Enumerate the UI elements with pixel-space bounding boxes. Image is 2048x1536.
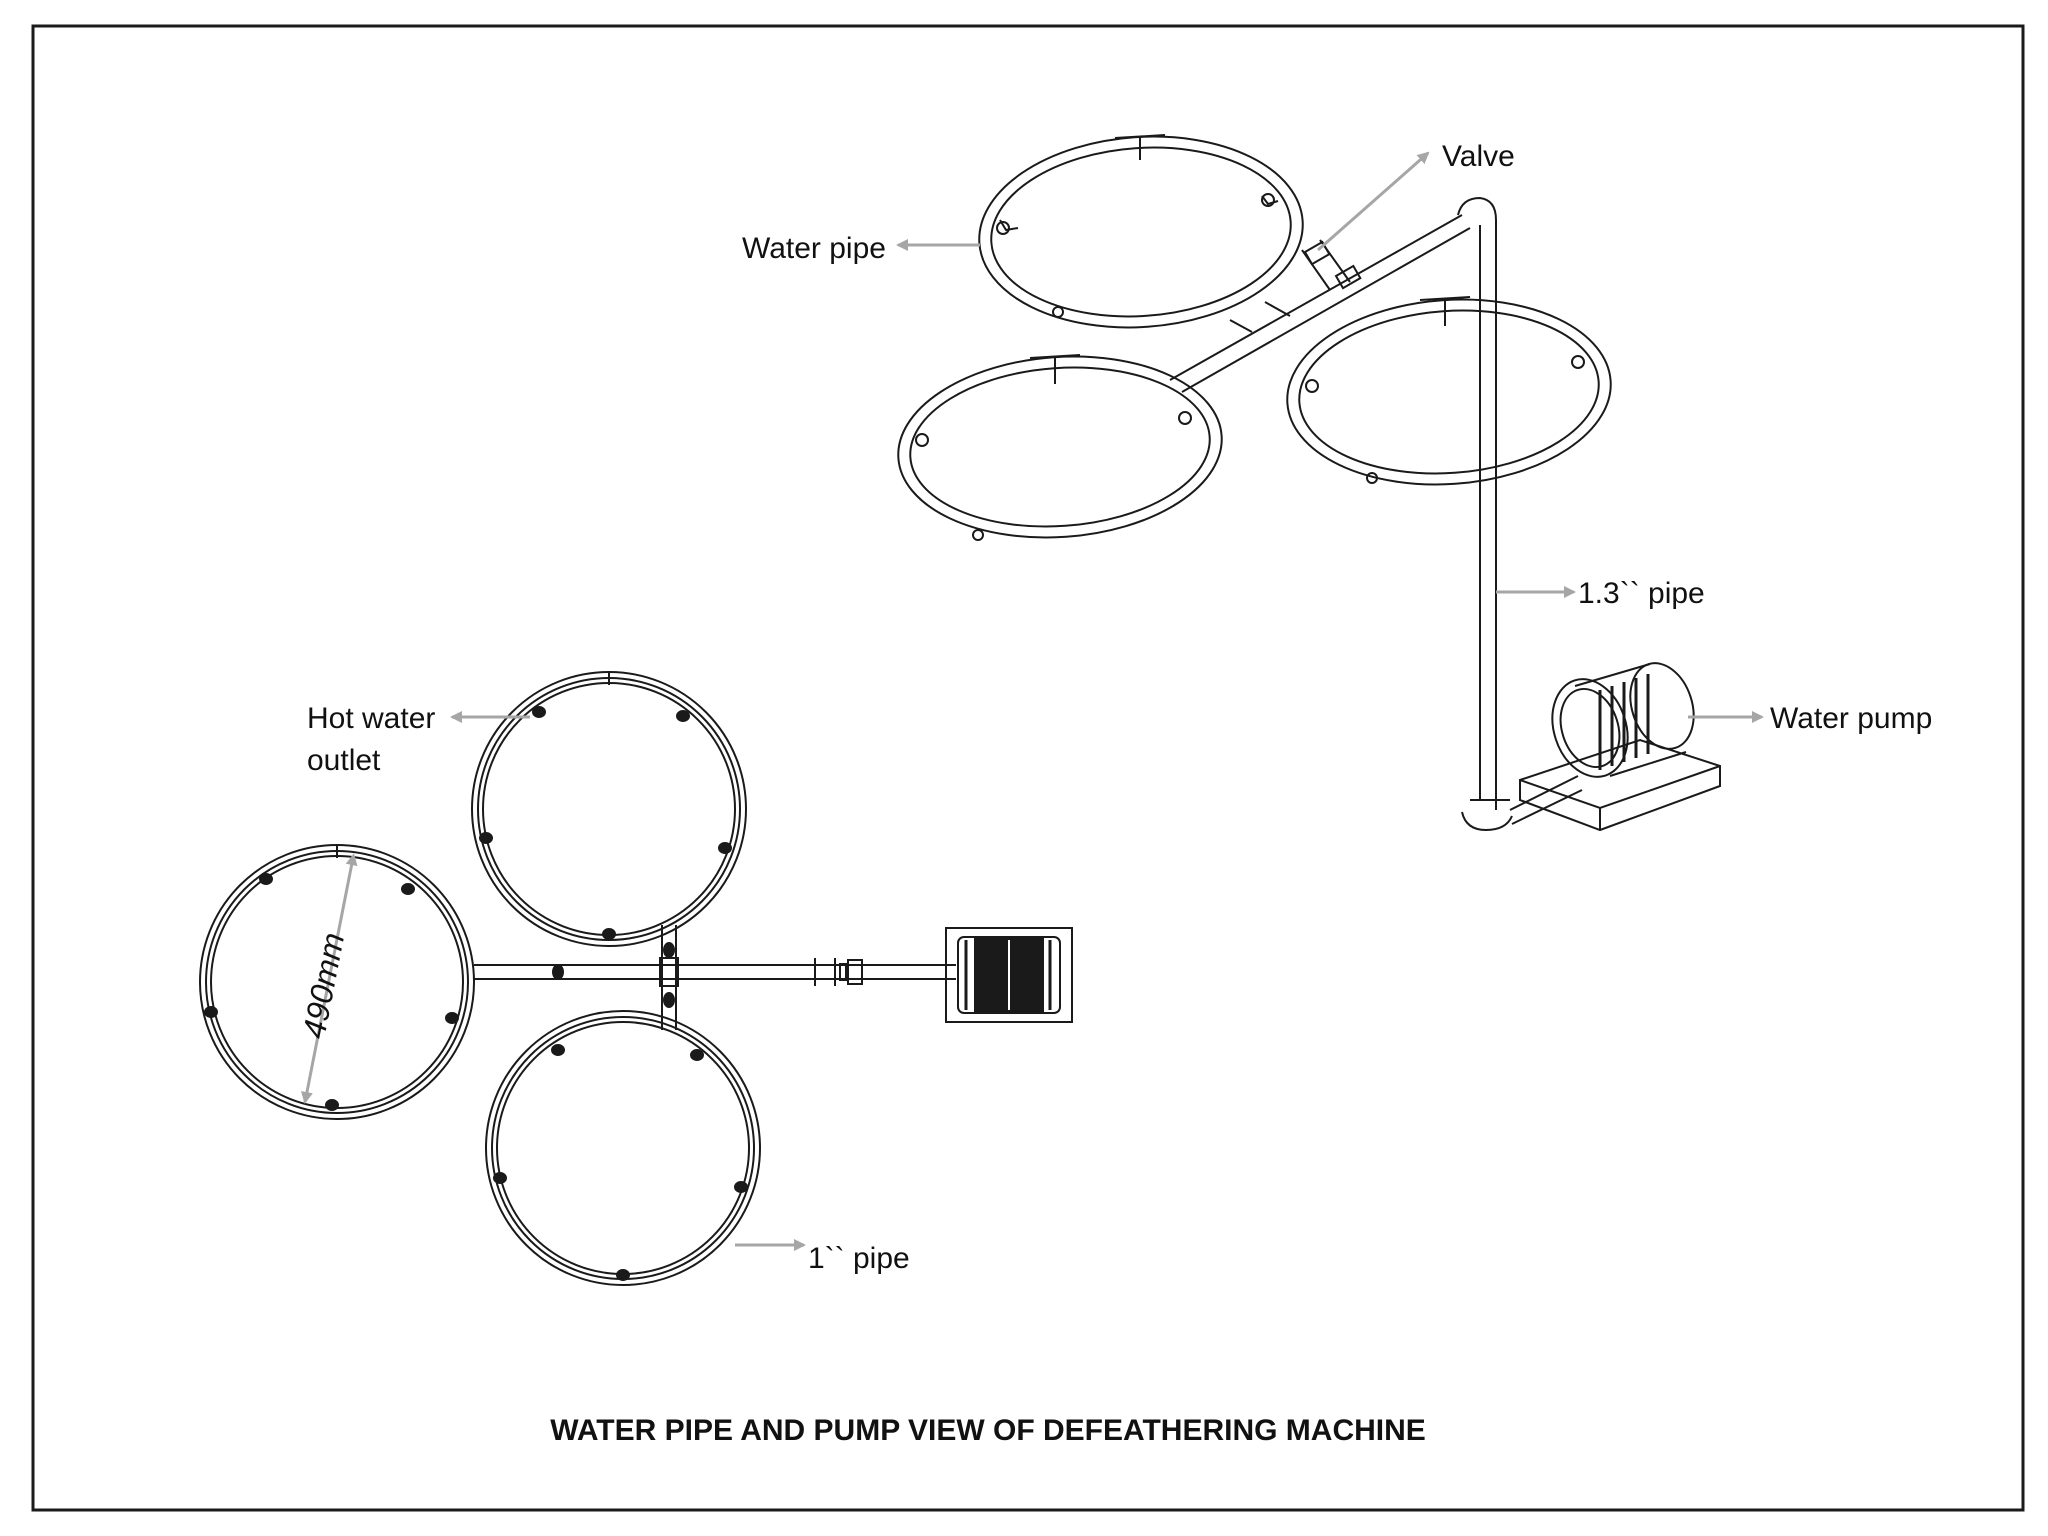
top-water-pump bbox=[945, 927, 1073, 1023]
hot-water-label-line1: Hot water bbox=[307, 702, 435, 735]
iso-water-pump bbox=[1509, 662, 1721, 832]
diagram-title: WATER PIPE AND PUMP VIEW OF DEFEATHERING… bbox=[550, 1414, 1426, 1447]
water-pump-label: Water pump bbox=[1770, 702, 1932, 735]
hot-water-label-line2: outlet bbox=[307, 744, 381, 777]
leader-arrows bbox=[450, 151, 1764, 1251]
pipe-13-label: 1.3`` pipe bbox=[1578, 577, 1705, 610]
iso-ring-left bbox=[897, 354, 1223, 541]
top-manifold bbox=[474, 925, 956, 1030]
iso-manifold bbox=[1169, 214, 1471, 393]
diameter-dimension-line bbox=[301, 853, 358, 1104]
top-view bbox=[199, 671, 1073, 1286]
iso-ring-top bbox=[978, 134, 1304, 329]
diameter-label: 490mm bbox=[296, 930, 352, 1042]
top-ring-upper bbox=[471, 671, 747, 947]
top-ring-lower bbox=[485, 1010, 761, 1286]
iso-vertical-pipe bbox=[1457, 196, 1513, 832]
pipe-1-label: 1`` pipe bbox=[808, 1242, 910, 1275]
valve-label: Valve bbox=[1442, 140, 1515, 173]
valve-arrow bbox=[1317, 151, 1430, 252]
drawing-frame bbox=[31, 24, 2025, 1512]
water-pipe-label: Water pipe bbox=[742, 232, 886, 265]
iso-ring-right bbox=[1286, 296, 1612, 486]
isometric-view bbox=[897, 134, 1721, 832]
